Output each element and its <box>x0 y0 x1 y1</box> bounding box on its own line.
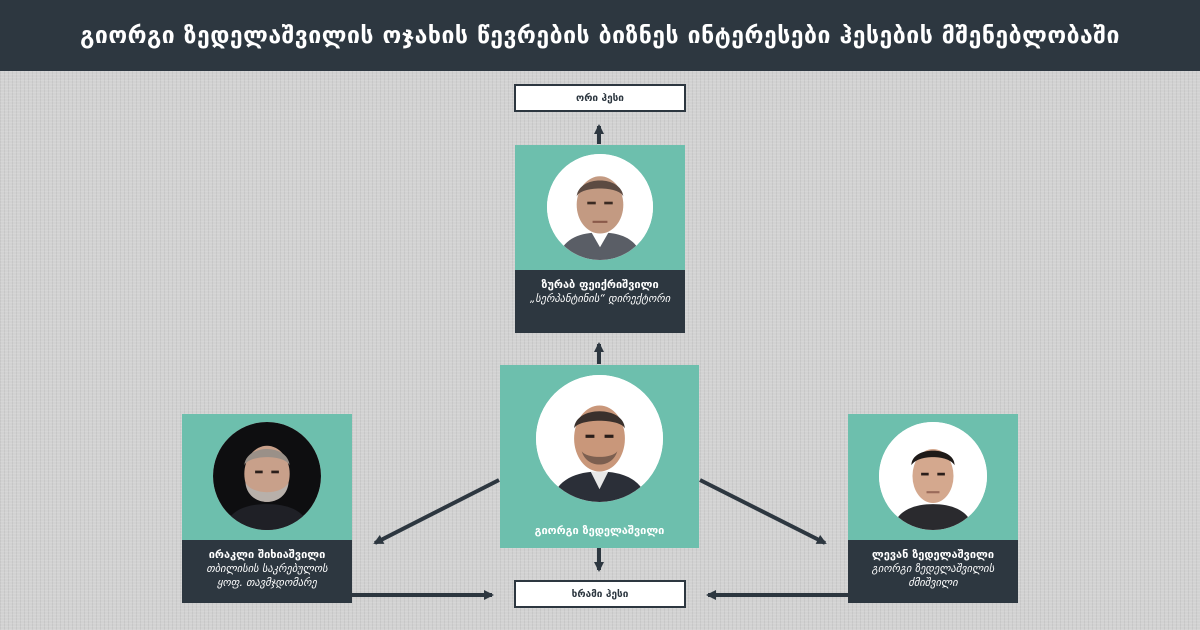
avatar <box>536 375 663 502</box>
person-name: ლევან ზედელაშვილი <box>871 548 995 561</box>
person-card-irakli: ირაკლი შიხიაშვილი თბილისის საკრებულოს ყო… <box>182 414 352 603</box>
person-card-giorgi: გიორგი ზედელაშვილი <box>500 365 699 548</box>
avatar <box>547 154 653 260</box>
ori-hesi-label: ორი ჰესი <box>576 92 624 104</box>
page-title-bar: გიორგი ზედელაშვილის ოჯახის წევრების ბიზნ… <box>0 0 1200 71</box>
person-role: „სერპანტინის“ დირექტორი <box>529 293 671 305</box>
avatar <box>879 422 987 530</box>
avatar <box>213 422 321 530</box>
person-name: ირაკლი შიხიაშვილი <box>208 548 326 561</box>
person-role-line2: ძმიშვილი <box>908 577 958 589</box>
person-caption: გიორგი ზედელაშვილი <box>500 515 699 548</box>
page-title: გიორგი ზედელაშვილის ოჯახის წევრების ბიზნ… <box>80 22 1120 49</box>
person-role-line2: ყოფ. თავმჯდომარე <box>217 577 317 589</box>
person-role-line1: გიორგი ზედელაშვილის <box>871 563 995 575</box>
arrow-center-to-left <box>373 478 500 545</box>
person-name: გიორგი ზედელაშვილი <box>534 524 665 537</box>
person-caption: ზურაბ ფეიქრიშვილი „სერპანტინის“ დირექტორ… <box>515 270 685 333</box>
person-caption: ლევან ზედელაშვილი გიორგი ზედელაშვილის ძმ… <box>848 540 1018 603</box>
person-card-levan: ლევან ზედელაშვილი გიორგი ზედელაშვილის ძმ… <box>848 414 1018 603</box>
arrow-center-to-right <box>699 478 827 545</box>
person-caption: ირაკლი შიხიაშვილი თბილისის საკრებულოს ყო… <box>182 540 352 603</box>
person-role-line1: თბილისის საკრებულოს <box>206 563 328 575</box>
khrami-hesi-label: ხრამი ჰესი <box>571 588 629 600</box>
person-card-zurab: ზურაბ ფეიქრიშვილი „სერპანტინის“ დირექტორ… <box>515 145 685 333</box>
ori-hesi-box: ორი ჰესი <box>514 84 686 112</box>
person-name: ზურაბ ფეიქრიშვილი <box>541 278 659 291</box>
khrami-hesi-box: ხრამი ჰესი <box>514 580 686 608</box>
